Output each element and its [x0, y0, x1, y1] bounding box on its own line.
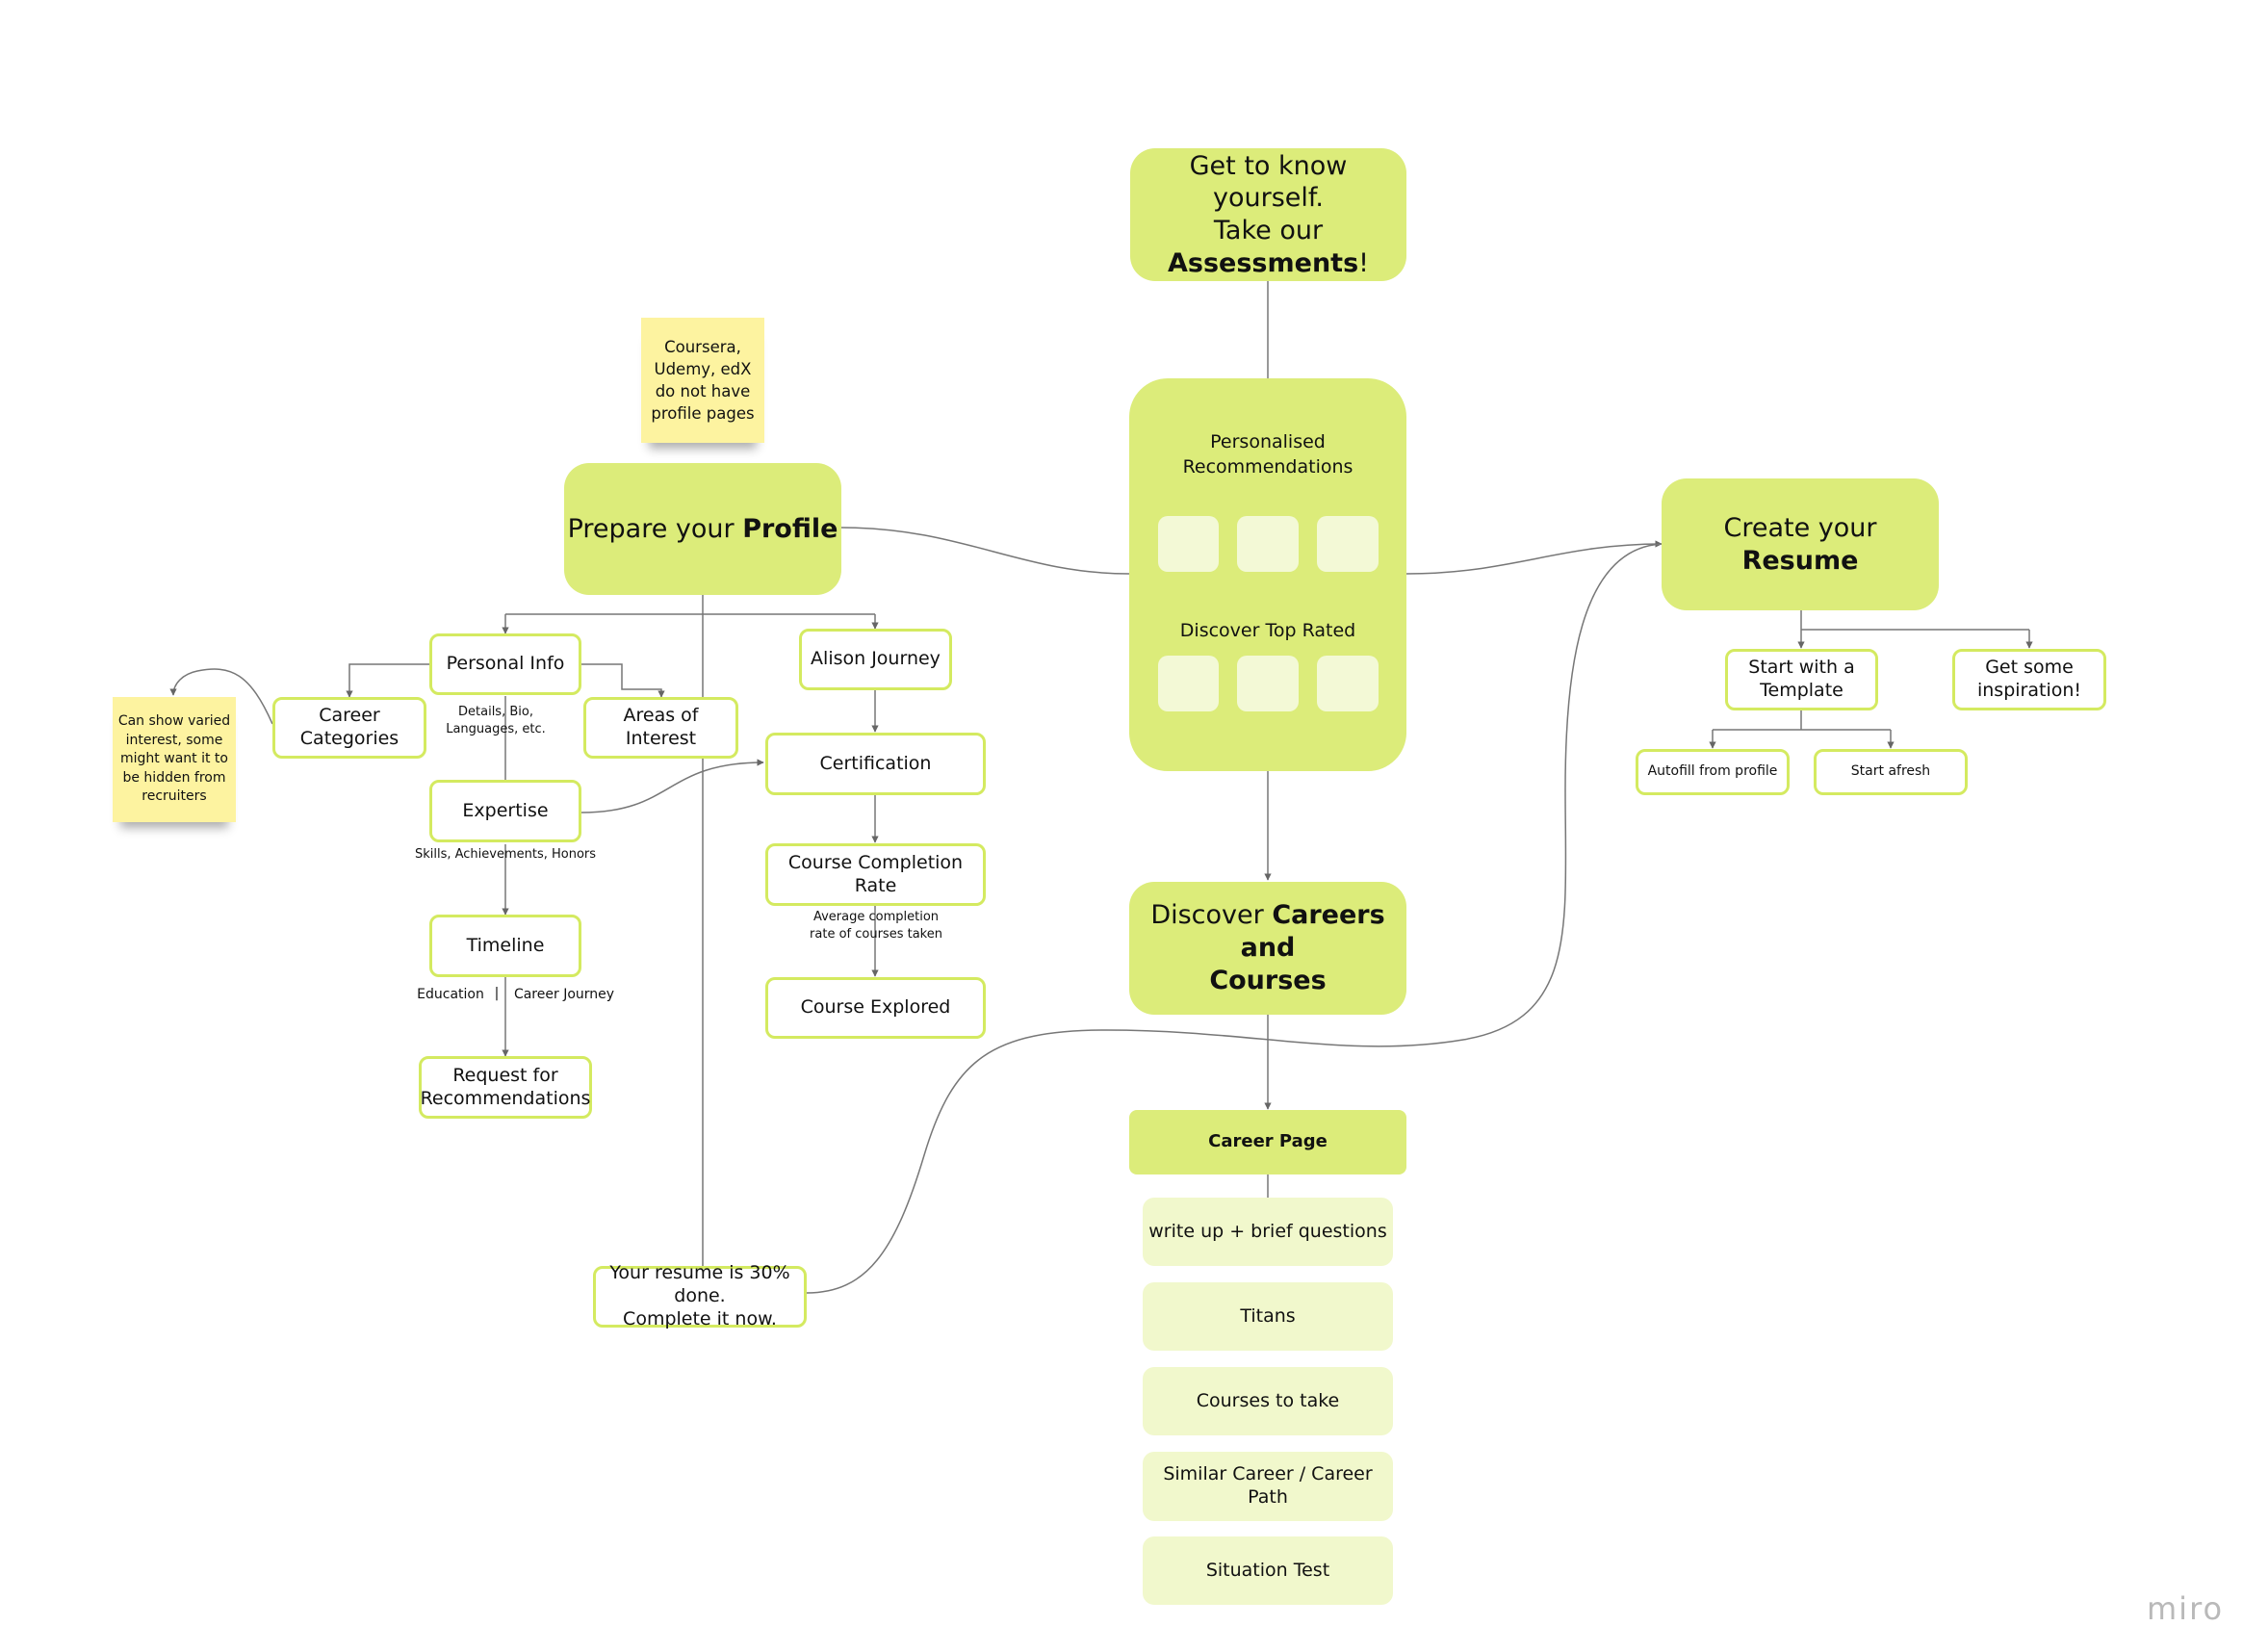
areas-of-interest-label: Areas of Interest	[623, 705, 699, 749]
connector	[1405, 540, 1663, 575]
autofill-node[interactable]: Autofill from profile	[1636, 749, 1790, 795]
timeline-label: Timeline	[466, 934, 545, 956]
alison-journey-node[interactable]: Alison Journey	[799, 629, 952, 690]
personal-info-label: Personal Info	[446, 653, 565, 675]
connector	[580, 759, 764, 813]
sticky-line: profile pages	[651, 404, 755, 424]
career-page-item[interactable]: Courses to take	[1143, 1367, 1393, 1435]
connector	[840, 527, 1130, 575]
resume-prefix: Create your	[1723, 512, 1877, 543]
resume-bold: Resume	[1741, 545, 1859, 576]
career-page-item[interactable]: write up + brief questions	[1143, 1198, 1393, 1266]
autofill-label: Autofill from profile	[1647, 763, 1778, 780]
career-categories-label: Career Categories	[299, 705, 400, 749]
sticky-note-interests: Can show varied interest, some might wan…	[113, 697, 236, 822]
completion-note-line2: rate of courses taken	[810, 926, 942, 942]
inspiration-node[interactable]: Get some inspiration!	[1952, 649, 2106, 710]
career-page-title: Career Page	[1208, 1131, 1328, 1152]
completion-note-line1: Average completion	[812, 910, 940, 924]
recommendations-panel[interactable]: Personalised Recommendations	[1129, 378, 1406, 771]
sticky-line: Can show varied	[117, 713, 231, 730]
resume-progress-line2: Complete it now.	[623, 1307, 777, 1329]
certification-node[interactable]: Certification	[765, 733, 986, 795]
careers-node[interactable]: Discover Careers and Courses	[1129, 882, 1406, 1015]
sticky-line: do not have	[655, 382, 751, 400]
recommendation-thumbnail[interactable]	[1158, 516, 1219, 572]
career-page-header[interactable]: Career Page	[1129, 1110, 1406, 1174]
career-categories-node[interactable]: Career Categories	[272, 697, 426, 759]
top-rated-thumbnail[interactable]	[1158, 656, 1219, 711]
request-line2: Recommendations	[420, 1087, 591, 1109]
assessments-suffix: !	[1358, 247, 1369, 278]
sticky-note-platforms: Coursera, Udemy, edX do not have profile…	[641, 318, 764, 443]
personal-info-note-line1: Details, Bio,	[458, 705, 533, 719]
recommendations-title-line2: Recommendations	[1182, 455, 1354, 478]
areas-of-interest-node[interactable]: Areas of Interest	[583, 697, 738, 759]
profile-node[interactable]: Prepare your Profile	[564, 463, 841, 595]
certification-label: Certification	[819, 752, 932, 774]
template-line2: Template	[1760, 680, 1843, 701]
career-page-item[interactable]: Similar Career / Career Path	[1143, 1452, 1393, 1521]
template-node[interactable]: Start with a Template	[1725, 649, 1878, 710]
completion-rate-node[interactable]: Course Completion Rate	[765, 843, 986, 906]
career-page-item[interactable]: Titans	[1143, 1282, 1393, 1351]
top-rated-thumbnail[interactable]	[1237, 656, 1299, 711]
personal-info-note: Details, Bio, Languages, etc.	[428, 704, 563, 737]
alison-journey-label: Alison Journey	[811, 648, 941, 670]
expertise-node[interactable]: Expertise	[429, 780, 581, 842]
recommendation-thumbnail[interactable]	[1317, 516, 1379, 572]
top-rated-thumbnail[interactable]	[1317, 656, 1379, 711]
connector	[581, 663, 665, 698]
top-rated-label: Discover Top Rated	[1179, 620, 1356, 641]
course-explored-label: Course Explored	[800, 996, 951, 1019]
profile-prefix: Prepare your	[567, 513, 743, 544]
request-line1: Request for	[452, 1064, 558, 1086]
request-recommendations-node[interactable]: Request for Recommendations	[419, 1056, 592, 1119]
sticky-line: interest, some	[125, 732, 223, 748]
resume-node[interactable]: Create your Resume	[1662, 478, 1939, 610]
timeline-education: Education	[417, 987, 484, 1002]
start-afresh-label: Start afresh	[1850, 763, 1931, 780]
inspiration-line2: inspiration!	[1976, 680, 2082, 701]
assessments-node[interactable]: Get to know yourself. Take our Assessmen…	[1130, 148, 1406, 281]
career-page-item[interactable]: Situation Test	[1143, 1536, 1393, 1605]
careers-bold-line1: Careers and	[1240, 900, 1385, 964]
course-explored-node[interactable]: Course Explored	[765, 977, 986, 1039]
career-page-item-label: Situation Test	[1205, 1559, 1330, 1581]
timeline-separator: |	[494, 986, 500, 1001]
expertise-label: Expertise	[462, 799, 549, 821]
sticky-line: Udemy, edX	[654, 359, 752, 378]
career-page-item-label: Courses to take	[1196, 1389, 1340, 1411]
miro-watermark: miro	[2147, 1590, 2225, 1627]
personal-info-note-line2: Languages, etc.	[446, 721, 546, 736]
connector	[346, 663, 429, 698]
sticky-line: recruiters	[142, 788, 207, 805]
careers-prefix: Discover	[1150, 900, 1273, 931]
template-line1: Start with a	[1748, 657, 1855, 679]
completion-note: Average completion rate of courses taken	[789, 909, 963, 942]
timeline-career: Career Journey	[513, 987, 615, 1002]
inspiration-line1: Get some	[1985, 657, 2074, 679]
resume-progress-line1: Your resume is 30% done.	[609, 1262, 790, 1307]
profile-bold: Profile	[742, 513, 838, 544]
career-page-item-label: write up + brief questions	[1148, 1220, 1387, 1242]
completion-rate-label: Course Completion Rate	[787, 851, 964, 896]
career-page-item-label: Similar Career / Career Path	[1163, 1463, 1373, 1508]
expertise-note: Skills, Achievements, Honors	[414, 847, 597, 862]
career-page-item-label: Titans	[1240, 1304, 1296, 1327]
sticky-line: Coursera,	[664, 337, 741, 356]
recommendation-thumbnail[interactable]	[1237, 516, 1299, 572]
sticky-line: might want it to	[120, 751, 228, 767]
personal-info-node[interactable]: Personal Info	[429, 633, 581, 695]
start-afresh-node[interactable]: Start afresh	[1814, 749, 1968, 795]
assessments-line2: Take our	[1213, 216, 1324, 245]
assessments-line1: Get to know yourself.	[1189, 150, 1348, 214]
resume-progress-node[interactable]: Your resume is 30% done. Complete it now…	[593, 1262, 807, 1329]
timeline-node[interactable]: Timeline	[429, 915, 581, 977]
careers-bold-line2: Courses	[1209, 965, 1327, 995]
recommendations-title-line1: Personalised	[1210, 431, 1326, 452]
assessments-bold: Assessments	[1168, 247, 1359, 278]
sticky-line: be hidden from	[122, 769, 226, 786]
